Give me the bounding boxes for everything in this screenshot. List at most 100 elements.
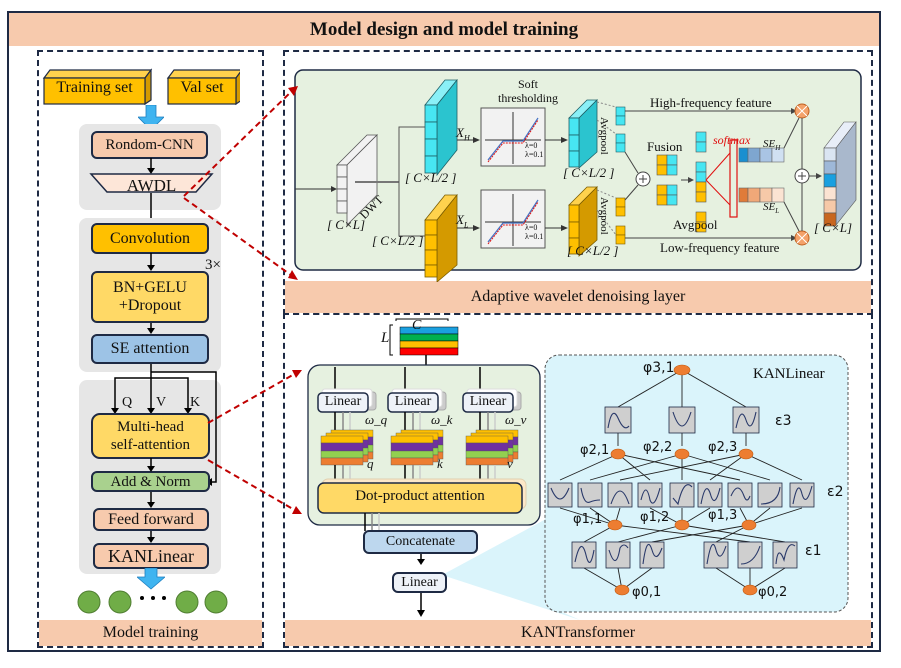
awdl-trapezoid	[89, 158, 214, 193]
half-dim-low-label: [ C×L/2 ]	[372, 233, 424, 248]
half-dim-high-out-label: [ C×L/2 ]	[563, 165, 615, 180]
kantransformer-label: KANTransformer	[285, 620, 871, 646]
dropout-line: +Dropout	[118, 297, 182, 314]
thresholding-line: thresholding	[498, 91, 558, 105]
network-edges	[559, 369, 803, 591]
training-set-box	[42, 68, 153, 106]
denoised-low-stack	[568, 186, 598, 257]
node-phi-1-3: φ1,3	[708, 508, 738, 523]
se-l-text: SE	[763, 201, 776, 213]
l-dim-label: L	[381, 330, 390, 346]
final-linear-block: Linear	[392, 572, 447, 593]
fusion-cubes	[656, 154, 678, 206]
se-attention-block: SE attention	[91, 334, 209, 364]
outer-frame	[7, 11, 881, 652]
convolution-block: Convolution	[91, 223, 209, 254]
k-label: K	[190, 395, 201, 410]
soft-line: Soft	[517, 77, 538, 91]
qvk-arrows	[111, 364, 217, 486]
linear-k-label: Linear	[394, 394, 432, 409]
omega-q-label: ω_q	[365, 412, 388, 427]
soft-threshold-plot-high	[480, 107, 546, 167]
linear-v-label: Linear	[469, 394, 507, 409]
repeat-label: 3×	[205, 257, 221, 273]
bn-gelu-line: BN+GELU	[113, 279, 187, 296]
awdl-diagram	[294, 69, 862, 282]
low-frequency-stack	[424, 193, 458, 282]
omega-v-label: ω_v	[505, 412, 527, 427]
half-dim-low-out-label: [ C×L/2 ]	[567, 243, 619, 258]
concatenate-block: Concatenate	[363, 530, 478, 554]
se-h-label: SEH	[763, 138, 780, 152]
q-vector-label: q	[367, 456, 374, 471]
random-cnn-block: Rondom-CNN	[91, 131, 208, 159]
se-l-bar	[738, 187, 785, 203]
soft-threshold-plot-low	[480, 189, 546, 249]
epsilon-1-label: ε1	[805, 543, 822, 559]
se-h-bar	[738, 147, 785, 163]
node-phi-2-3: φ2,3	[708, 440, 738, 455]
input-feature-stack	[295, 124, 431, 239]
omega-k-label: ω_k	[431, 412, 453, 427]
low-frequency-label: Low-frequency feature	[660, 240, 780, 255]
model-training-panel	[37, 50, 264, 648]
k-vector-label: k	[437, 456, 443, 471]
input-dim-label: [ C×L]	[327, 217, 366, 232]
page-title: Model design and model training	[9, 13, 879, 46]
mhsa-line-1: Multi-head	[117, 419, 184, 435]
kanlinear-network	[544, 354, 849, 613]
input-embedding	[389, 318, 459, 365]
val-set-box	[166, 69, 240, 106]
output-feature-stack	[823, 121, 857, 227]
val-set-label: Val set	[180, 79, 224, 96]
xh-text: X	[456, 125, 464, 140]
se-h-sub: H	[775, 144, 781, 153]
kantransformer-panel	[283, 313, 873, 648]
output-nodes	[77, 590, 228, 614]
mhsa-line-2: self-attention	[110, 437, 191, 453]
half-dim-high-label: [ C×L/2 ]	[405, 170, 457, 185]
network-nodes	[607, 364, 758, 596]
q-label: Q	[122, 395, 133, 410]
linear-q-label: Linear	[324, 394, 362, 409]
node-phi-1-1: φ1,1	[573, 512, 603, 527]
high-frequency-stack	[424, 78, 458, 177]
se-l-sub: L	[775, 207, 780, 216]
lambda-legend-low: λ=0 λ=0.1	[525, 223, 543, 241]
output-dim-label: [ C×L]	[814, 220, 853, 235]
fusion-label: Fusion	[647, 139, 683, 154]
avgpool-center-label: Avgpool	[673, 217, 718, 232]
attention-heads	[317, 366, 522, 484]
xl-sub: L	[463, 220, 469, 230]
kanlinear-title: KANLinear	[753, 366, 825, 382]
awdl-panel-label: Adaptive wavelet denoising layer	[285, 281, 871, 313]
add-norm-block: Add & Norm	[91, 471, 210, 492]
lambda-0: λ=0	[525, 223, 538, 232]
output-arrow-icon	[137, 568, 165, 590]
transformer-arrows	[147, 458, 155, 543]
kanlinear-block: KANLinear	[93, 543, 209, 569]
bn-gelu-dropout-block: BN+GELU +Dropout	[91, 271, 209, 323]
lambda-0-1: λ=0.1	[525, 232, 544, 241]
training-set-label: Training set	[56, 79, 133, 96]
awdl-label: AWDL	[126, 176, 177, 195]
high-frequency-label: High-frequency feature	[650, 95, 772, 110]
pooled-cubes	[695, 131, 707, 233]
datasets-graphic	[42, 68, 240, 106]
xh-sub: H	[463, 133, 470, 143]
conv-arrows	[147, 253, 155, 334]
v-vector-label: v	[507, 456, 513, 471]
xl-text: X	[456, 212, 464, 227]
node-phi-3-1: φ3,1	[643, 360, 675, 376]
xh-label: XH	[456, 125, 470, 143]
avgpool-high-label: Avgpool	[598, 117, 610, 155]
xl-label: XL	[456, 212, 468, 230]
node-phi-0-1: φ0,1	[632, 585, 662, 600]
dot-product-attention-label: Dot-product attention	[355, 488, 485, 504]
node-phi-0-2: φ0,2	[758, 585, 788, 600]
spline-curves	[550, 411, 813, 565]
v-label: V	[156, 395, 167, 410]
denoised-high-stack	[568, 99, 598, 169]
down-arrow-icon	[138, 105, 164, 131]
softmax-label: softmax	[713, 133, 751, 147]
